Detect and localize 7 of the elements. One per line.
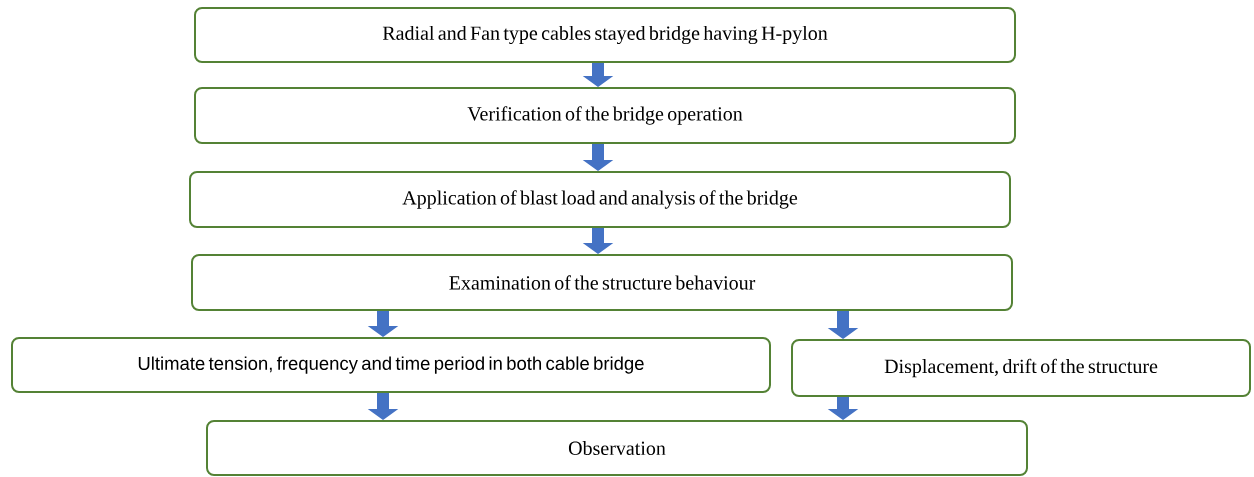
process-box: Verification of the bridge operation: [194, 87, 1016, 144]
process-box: Radial and Fan type cables stayed bridge having H-pylon: [194, 7, 1016, 63]
process-box: Displacement, drift of the structure: [791, 339, 1251, 397]
process-box: Examination of the structure behaviour: [191, 254, 1013, 311]
process-box: Observation: [206, 420, 1028, 476]
process-box: Application of blast load and analysis of the bridge: [189, 171, 1011, 228]
process-box: Ultimate tension, frequency and time period in both cable bridge: [11, 337, 771, 393]
